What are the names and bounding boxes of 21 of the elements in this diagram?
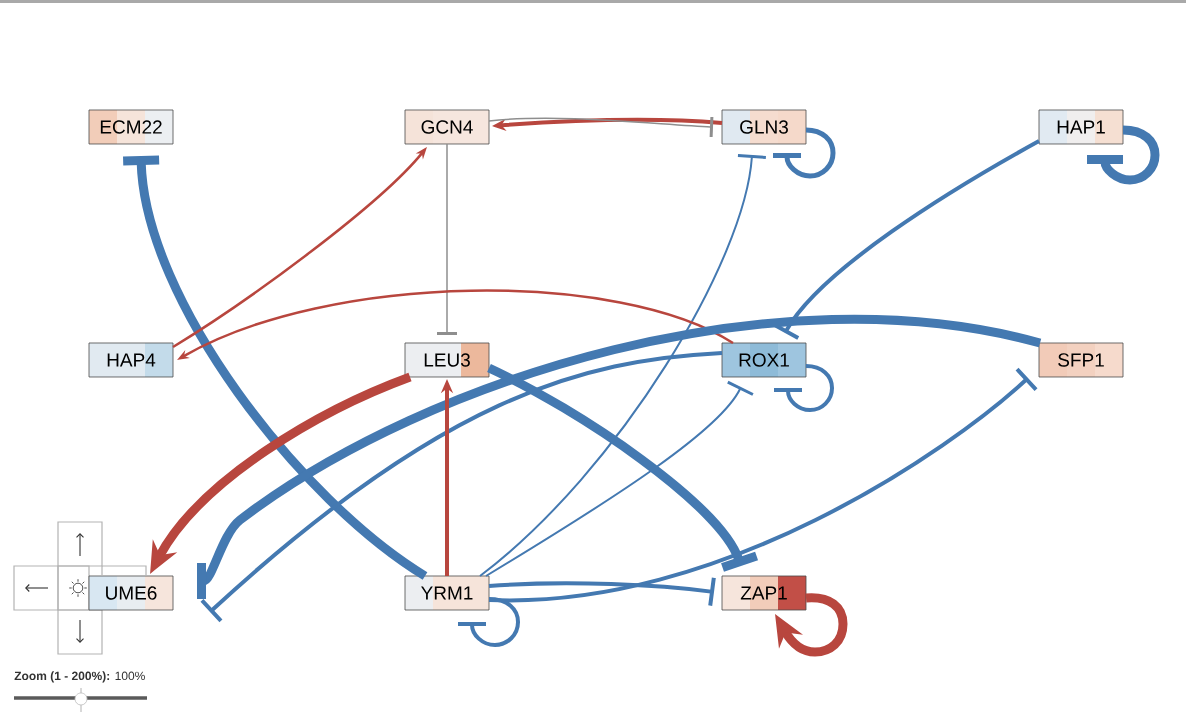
gene-box: SFP1 — [1038, 342, 1124, 378]
bar-ended-line — [479, 154, 766, 577]
gene-box: HAP1 — [1038, 109, 1124, 145]
self-loop-bar-ended-line — [774, 364, 834, 412]
gene-box: HAP4 — [88, 342, 174, 378]
self-loop-bar-ended-line — [458, 597, 520, 647]
gene-box: LEU3 — [404, 342, 490, 378]
gene-box: UME6 — [88, 575, 174, 611]
gene-box: ECM22 — [88, 109, 174, 145]
zoom-label: Zoom (1 - 200%): 100% — [14, 671, 145, 683]
gene-box: YRM1 — [404, 575, 490, 611]
bar-ended-line — [123, 155, 428, 580]
gene-box: ZAP1 — [721, 575, 807, 611]
gene-box: GLN3 — [721, 109, 807, 145]
bar-ended-line — [488, 116, 714, 137]
bar-ended-line — [488, 577, 716, 606]
bar-ended-line — [197, 315, 1041, 599]
self-loop-bar-ended-line — [1087, 125, 1160, 185]
bar-ended-line — [437, 143, 457, 335]
gene-box: GCN4 — [404, 109, 490, 145]
gene-box: ROX1 — [721, 342, 807, 378]
